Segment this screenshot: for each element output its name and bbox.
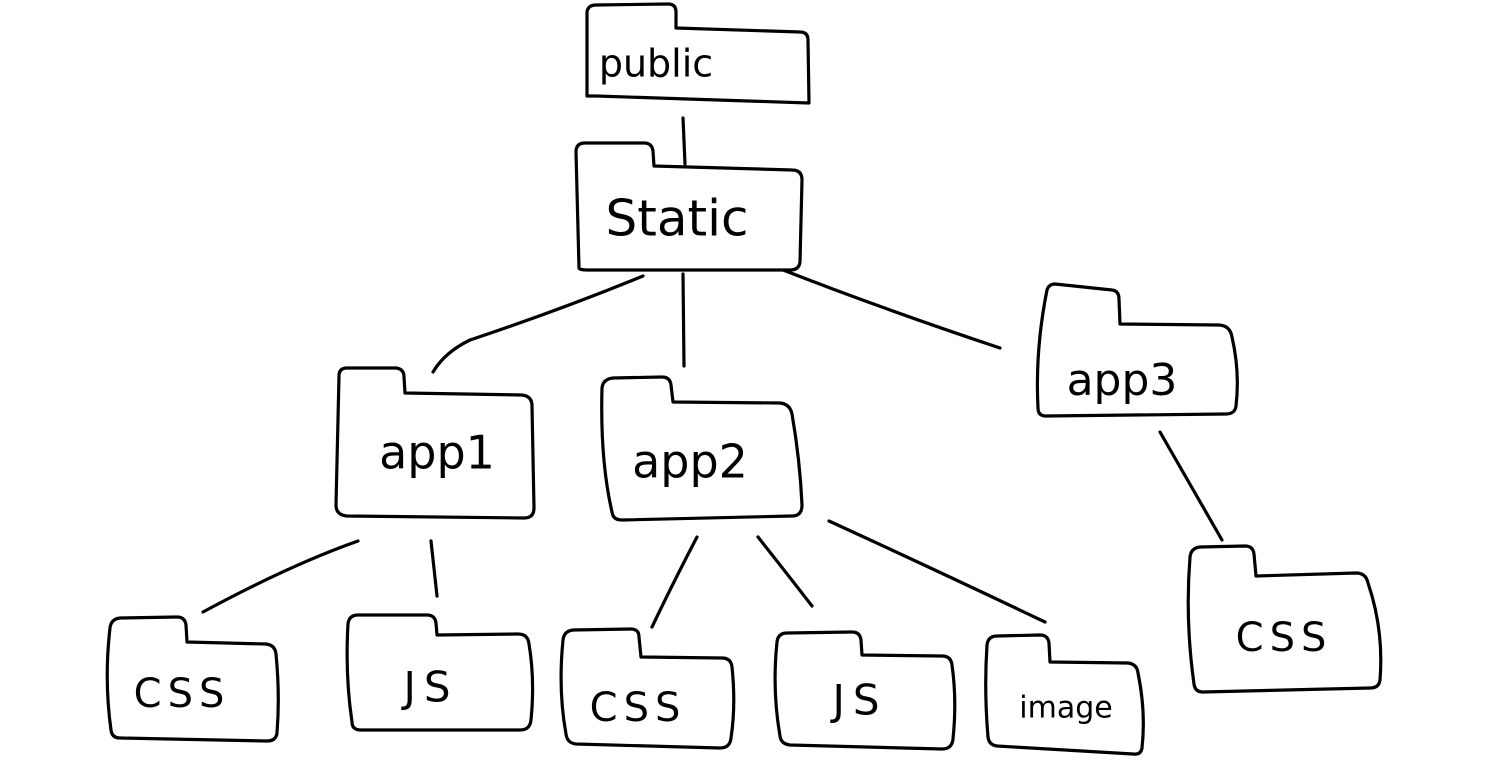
folder-app2-css[interactable]: CSS: [559, 627, 736, 750]
tree-connectors: [201, 116, 1224, 629]
folder-icon: [345, 613, 535, 732]
edge-app3-css: [1158, 430, 1224, 542]
folder-icon: [574, 141, 804, 272]
folder-label: app1: [379, 426, 495, 480]
edge-public-static: [681, 116, 687, 166]
folder-app2-js[interactable]: JS: [773, 630, 957, 751]
edge-static-app3: [776, 266, 1002, 350]
edge-app2-css: [650, 535, 699, 629]
folder-icon: [1186, 544, 1383, 694]
folder-icon: [600, 375, 804, 522]
folder-icon: [105, 615, 280, 743]
folder-label: app2: [632, 435, 748, 489]
folder-public[interactable]: public: [585, 2, 811, 105]
folder-app2[interactable]: app2: [600, 375, 804, 522]
folder-app2-image[interactable]: image: [984, 633, 1145, 756]
edge-app1-js: [429, 539, 439, 598]
folder-label: public: [599, 42, 713, 86]
folder-app1-css[interactable]: CSS: [105, 615, 280, 743]
folder-label: Static: [606, 190, 749, 248]
folder-static[interactable]: Static: [574, 141, 804, 272]
folder-app3[interactable]: app3: [1035, 282, 1239, 418]
folder-label: app3: [1067, 355, 1178, 406]
folder-icon: [1035, 282, 1239, 418]
folder-app3-css[interactable]: CSS: [1186, 544, 1383, 694]
edge-app1-css: [201, 539, 360, 614]
edge-app2-js: [756, 535, 814, 608]
folder-icon: [559, 627, 736, 750]
folder-icon: [773, 630, 957, 751]
folder-label: JS: [400, 663, 458, 712]
folder-label: CSS: [134, 671, 231, 717]
edge-static-app1: [431, 274, 645, 374]
folder-icon: [334, 366, 536, 520]
folder-app1[interactable]: app1: [334, 366, 536, 520]
folder-label: CSS: [590, 685, 687, 731]
folder-label: image: [1019, 691, 1112, 726]
folder-label: CSS: [1236, 615, 1333, 661]
edge-app2-image: [827, 519, 1047, 624]
folder-label: JS: [829, 676, 887, 725]
folder-app1-js[interactable]: JS: [345, 613, 535, 732]
edge-static-app2: [681, 272, 686, 368]
folder-icon: [984, 633, 1145, 756]
folder-icon: [585, 2, 811, 105]
